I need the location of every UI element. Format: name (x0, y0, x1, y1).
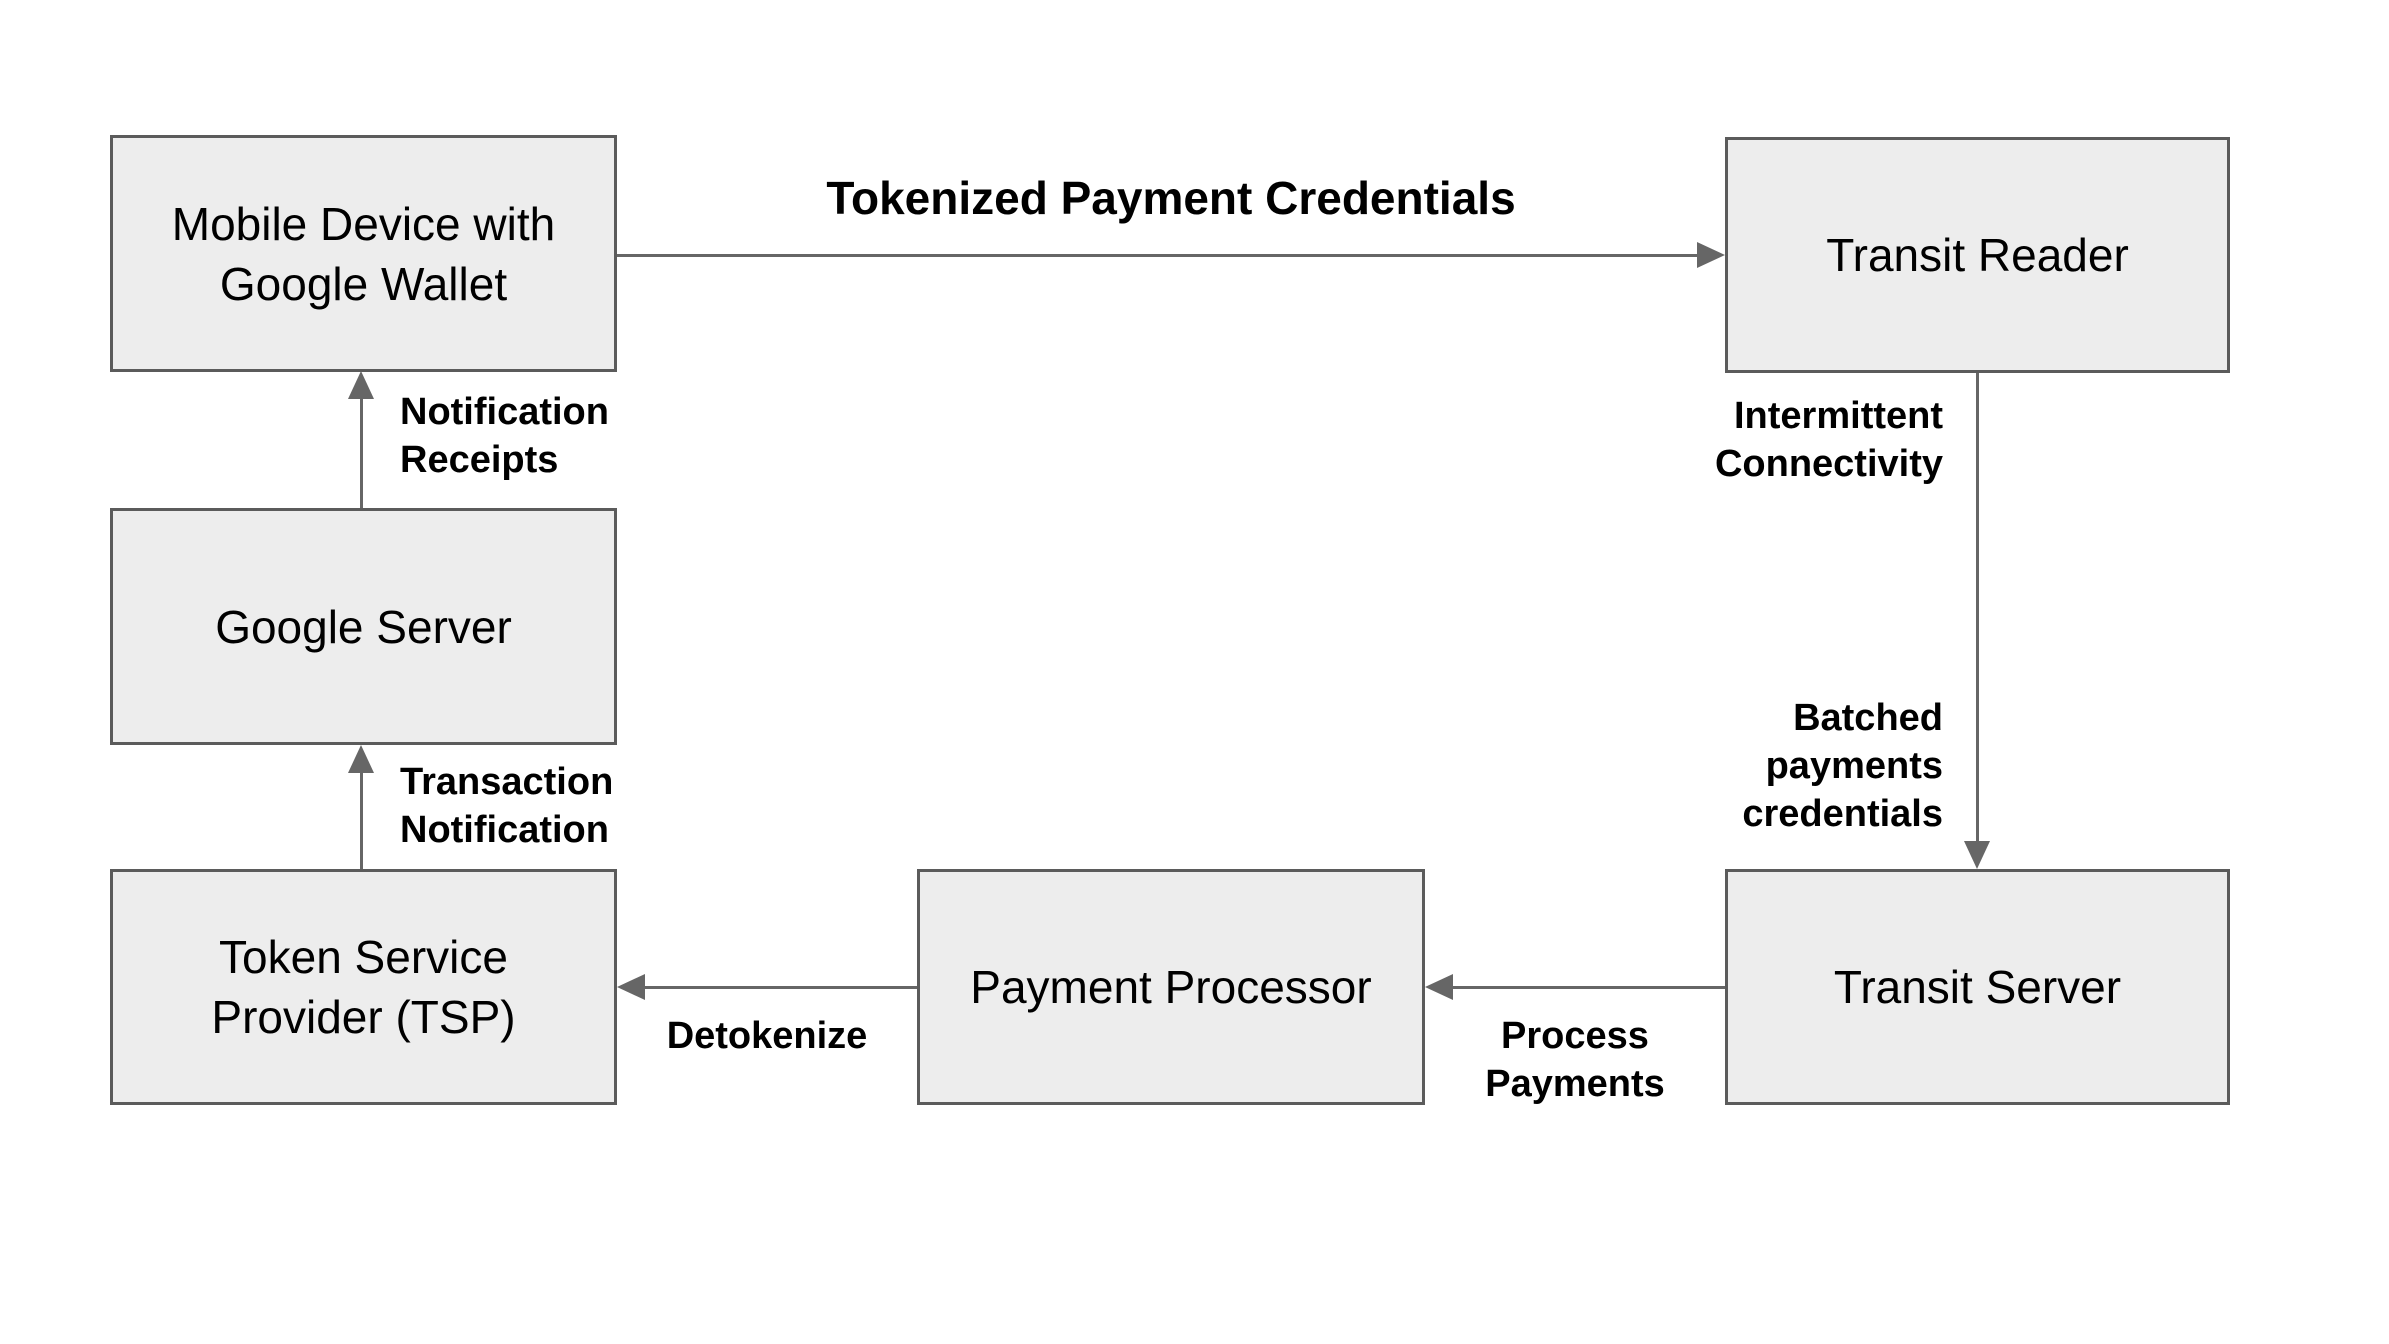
node-payment-processor: Payment Processor (917, 869, 1425, 1105)
edge-label-intermittent-connectivity: Intermittent Connectivity (1714, 395, 1943, 485)
edge-label-notification-receipts: Notification Receipts (400, 391, 609, 481)
arrow-detokenize (645, 986, 917, 989)
node-transit-server: Transit Server (1725, 869, 2230, 1105)
arrow-tokenized-payment-credentials (617, 254, 1697, 257)
node-label-line: Google Server (215, 600, 512, 653)
node-mobile-device-google-wallet: Mobile Device with Google Wallet (110, 135, 617, 372)
node-label-line: Google Wallet (219, 257, 508, 310)
edge-label-detokenize: Detokenize (666, 1015, 868, 1057)
edge-label-batched-payments-credentials: Batched payments credentials (1742, 697, 1943, 835)
node-label-line: Token Service (219, 931, 508, 983)
node-label-line: Mobile Device with (171, 197, 556, 250)
node-label-line: Transit Server (1833, 961, 2122, 1013)
arrow-transaction-notification (360, 773, 363, 869)
arrow-notification-receipts (360, 399, 363, 508)
edge-label-tokenized-payment-credentials: Tokenized Payment Credentials (826, 172, 1516, 224)
node-label-line: Payment Processor (970, 961, 1372, 1013)
arrowhead-left-icon (1425, 974, 1453, 1000)
arrowhead-right-icon (1697, 242, 1725, 268)
arrowhead-up-icon (348, 745, 374, 773)
arrowhead-up-icon (348, 371, 374, 399)
arrowhead-down-icon (1964, 841, 1990, 869)
node-label-line: Provider (TSP) (211, 991, 516, 1043)
arrow-process-payments (1453, 986, 1725, 989)
edge-label-process-payments: Process Payments (1485, 1015, 1665, 1105)
edge-label-transaction-notification: Transaction Notification (400, 761, 614, 851)
arrowhead-left-icon (617, 974, 645, 1000)
node-token-service-provider: Token Service Provider (TSP) (110, 869, 617, 1105)
node-transit-reader: Transit Reader (1725, 137, 2230, 373)
arrow-intermittent-connectivity (1976, 373, 1979, 841)
node-label-line: Transit Reader (1826, 229, 2129, 281)
node-google-server: Google Server (110, 508, 617, 745)
